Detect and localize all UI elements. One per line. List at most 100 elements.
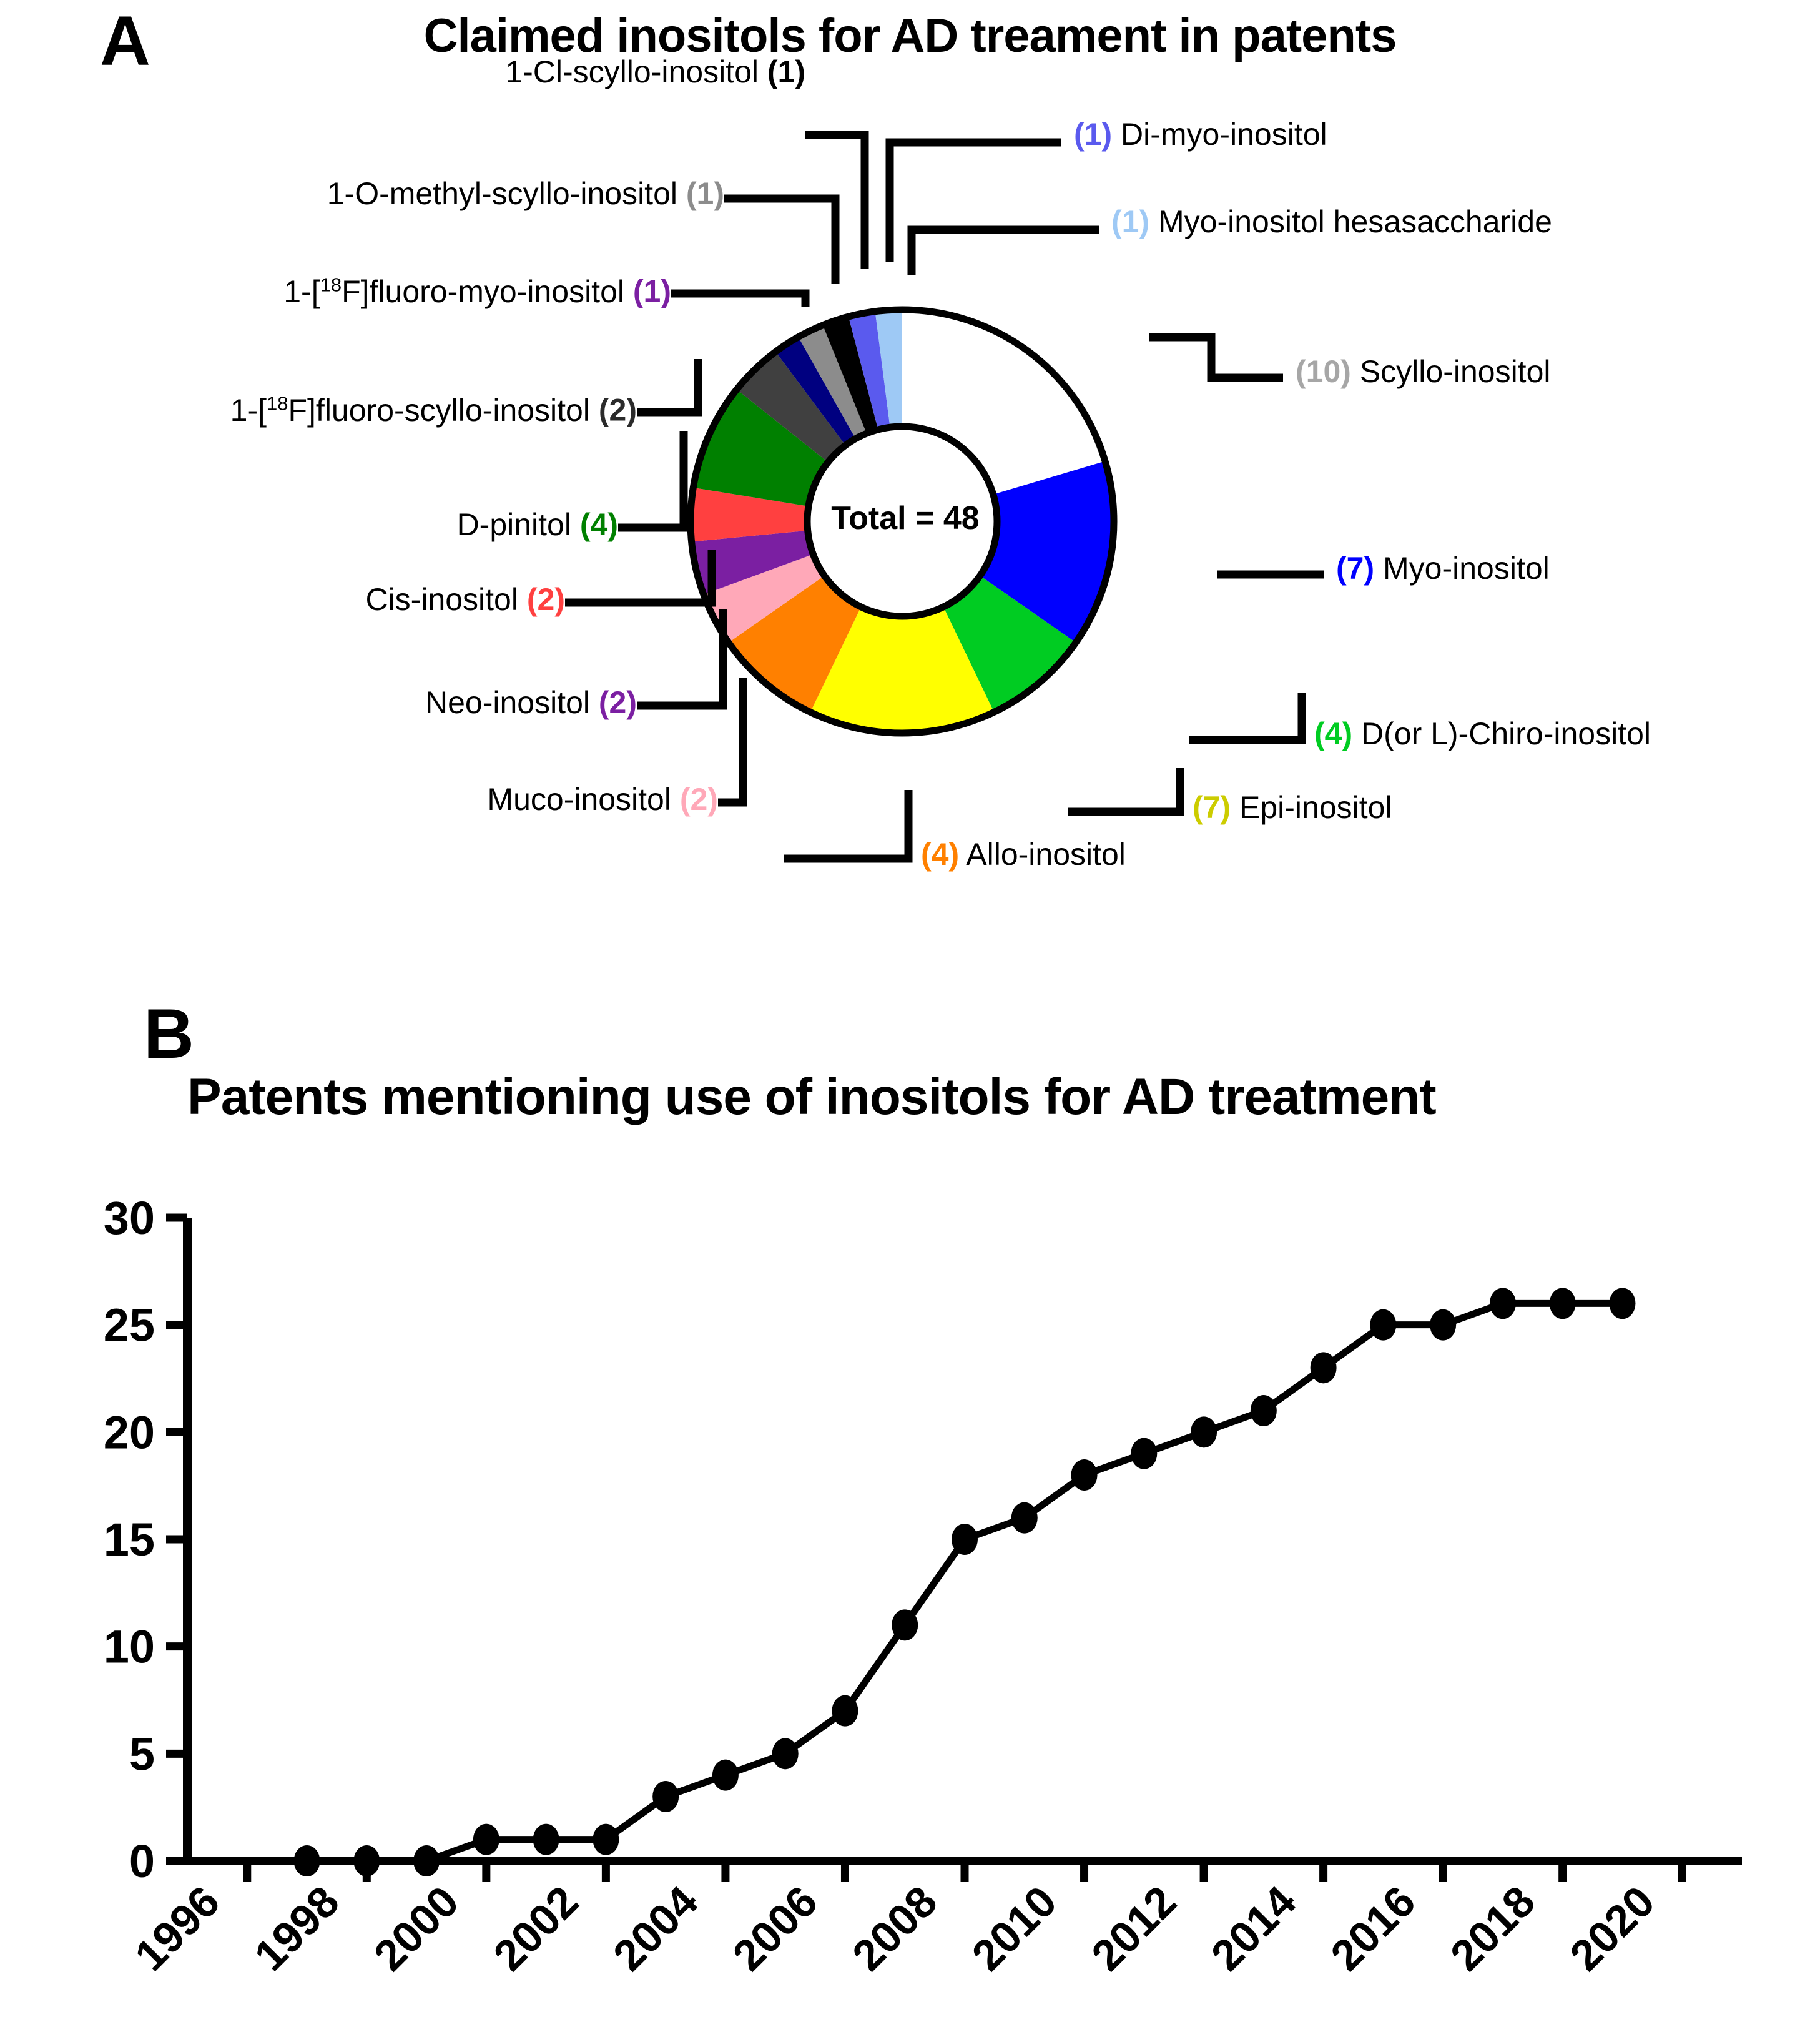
data-point[interactable]: [413, 1845, 440, 1876]
x-tick-label: 2018: [1441, 1876, 1544, 1980]
panel-b-letter: B: [144, 995, 194, 1073]
donut-slice-neo-inositol[interactable]: [691, 530, 814, 595]
label-di-myo-inositol: (1) Di-myo-inositol: [1074, 119, 1327, 150]
y-tick-label: 5: [129, 1728, 155, 1780]
data-point[interactable]: [1310, 1352, 1337, 1384]
label-1-cl-scyllo-inositol-name: 1-Cl-scyllo-inositol: [505, 54, 759, 89]
label-chiro-inositol-name: D(or L)-Chiro-inositol: [1361, 716, 1651, 751]
label-cis-inositol-name: Cis-inositol: [365, 582, 518, 617]
panel-a-title: Claimed inositols for AD treament in pat…: [423, 9, 1397, 62]
label-d-pinitol-count: (4): [579, 507, 618, 542]
donut-slice-1-o-methyl-scyllo-inositol[interactable]: [775, 337, 856, 446]
data-point[interactable]: [1011, 1502, 1038, 1534]
label-myo-inositol-count: (7): [1336, 551, 1375, 586]
panel-b-title: Patents mentioning use of inositols for …: [187, 1068, 1437, 1125]
data-point[interactable]: [1609, 1288, 1636, 1319]
plot-series: [293, 1288, 1636, 1876]
y-tick-label: 0: [129, 1835, 155, 1887]
data-point[interactable]: [892, 1609, 918, 1641]
y-tick-label: 10: [104, 1621, 155, 1673]
x-tick-label: 2006: [724, 1876, 827, 1980]
label-1-f18-fluoro-myo-inositol-count: (1): [632, 274, 671, 309]
label-1-o-methyl-scyllo-inositol-name: 1-O-methyl-scyllo-inositol: [327, 176, 677, 211]
plot-y-tick-labels: 0 5 10 15 20 25 30: [104, 1192, 155, 1887]
donut-slice-di-myo-inositol[interactable]: [849, 311, 890, 430]
inositol-donut-chart: [681, 256, 1130, 793]
panel-a-letter: A: [100, 2, 150, 80]
data-point[interactable]: [1489, 1288, 1516, 1319]
label-scyllo-inositol: (10) Scyllo-inositol: [1296, 356, 1551, 387]
label-scyllo-inositol-count: (10): [1296, 354, 1351, 389]
label-muco-inositol-name: Muco-inositol: [487, 782, 671, 817]
x-tick-label: 2002: [485, 1876, 588, 1980]
donut-slice-myo-inositol-hesasaccharide[interactable]: [875, 310, 902, 428]
data-point[interactable]: [832, 1695, 858, 1727]
data-point[interactable]: [293, 1845, 320, 1876]
donut-slice-1-18f-fluoro-myo-inositol[interactable]: [822, 317, 878, 434]
data-point[interactable]: [1549, 1288, 1576, 1319]
x-tick-label: 2012: [1082, 1876, 1185, 1980]
donut-slice-epi-inositol[interactable]: [810, 606, 995, 733]
donut-slice-cis-inositol[interactable]: [691, 487, 809, 542]
donut-slice-1-cl-scyllo-inositol[interactable]: [798, 325, 867, 439]
label-di-myo-inositol-name: Di-myo-inositol: [1121, 117, 1327, 152]
x-tick-label: 2014: [1202, 1876, 1305, 1980]
label-1-f18-fluoro-myo-inositol: 1-[18F]fluoro-myo-inositol (1): [62, 275, 671, 307]
data-point[interactable]: [1250, 1395, 1277, 1426]
label-epi-inositol: (7) Epi-inositol: [1193, 792, 1392, 823]
donut-slice-muco-inositol[interactable]: [703, 554, 825, 643]
y-tick-label: 15: [104, 1514, 155, 1566]
label-chiro-inositol: (4) D(or L)-Chiro-inositol: [1314, 718, 1651, 749]
donut-slice-scyllo-inositol[interactable]: [902, 310, 1105, 495]
x-tick-label: 2010: [963, 1876, 1066, 1980]
label-1-cl-scyllo-inositol: 1-Cl-scyllo-inositol (1): [200, 56, 805, 87]
y-tick-label: 30: [104, 1192, 155, 1244]
label-1-o-methyl-scyllo-inositol: 1-O-methyl-scyllo-inositol (1): [81, 178, 724, 209]
data-point[interactable]: [712, 1759, 739, 1791]
donut-slice-1-18f-fluoro-scyllo-inositol[interactable]: [736, 352, 846, 463]
label-neo-inositol-name: Neo-inositol: [425, 685, 590, 720]
data-line: [307, 1299, 1623, 1865]
donut-inner-hole: [804, 423, 1001, 620]
label-neo-inositol: Neo-inositol (2): [250, 687, 637, 718]
y-tick-label: 25: [104, 1299, 155, 1351]
data-point[interactable]: [1370, 1309, 1397, 1341]
label-muco-inositol-count: (2): [679, 782, 718, 817]
data-point[interactable]: [1430, 1309, 1457, 1341]
label-myo-inositol-hesasaccharide: (1) Myo-inositol hesasaccharide: [1111, 206, 1552, 237]
label-d-pinitol-name: D-pinitol: [456, 507, 571, 542]
x-tick-label: 2004: [604, 1876, 707, 1980]
x-tick-label: 2008: [843, 1876, 946, 1980]
data-point[interactable]: [533, 1823, 559, 1855]
label-chiro-inositol-count: (4): [1314, 716, 1353, 751]
y-tick-label: 20: [104, 1406, 155, 1458]
label-muco-inositol: Muco-inositol (2): [325, 784, 718, 815]
data-point[interactable]: [952, 1524, 978, 1555]
data-point[interactable]: [1131, 1438, 1158, 1469]
data-point[interactable]: [593, 1823, 619, 1855]
label-1-f18-fluoro-scyllo-inositol: 1-[18F]fluoro-scyllo-inositol (2): [12, 393, 637, 426]
label-allo-inositol-count: (4): [921, 837, 960, 872]
data-point[interactable]: [652, 1781, 679, 1812]
label-myo-inositol-name: Myo-inositol: [1383, 551, 1550, 586]
label-di-myo-inositol-count: (1): [1074, 117, 1113, 152]
data-point[interactable]: [353, 1845, 380, 1876]
donut-slice-myo-inositol[interactable]: [980, 461, 1114, 643]
label-1-f18-fluoro-myo-inositol-name: 1-[18F]fluoro-myo-inositol: [283, 274, 624, 309]
label-d-pinitol: D-pinitol (4): [250, 509, 618, 540]
label-1-cl-scyllo-inositol-count: (1): [767, 54, 805, 89]
data-point[interactable]: [473, 1823, 499, 1855]
data-point[interactable]: [1191, 1416, 1217, 1448]
label-neo-inositol-count: (2): [598, 685, 637, 720]
label-myo-inositol: (7) Myo-inositol: [1336, 553, 1550, 584]
data-point[interactable]: [772, 1738, 799, 1770]
x-tick-label: 2000: [365, 1876, 468, 1980]
label-cis-inositol-count: (2): [526, 582, 565, 617]
donut-slice-d-pinitol[interactable]: [693, 389, 829, 506]
data-point[interactable]: [1071, 1459, 1098, 1491]
label-epi-inositol-count: (7): [1193, 790, 1231, 825]
donut-svg: [687, 306, 1118, 737]
